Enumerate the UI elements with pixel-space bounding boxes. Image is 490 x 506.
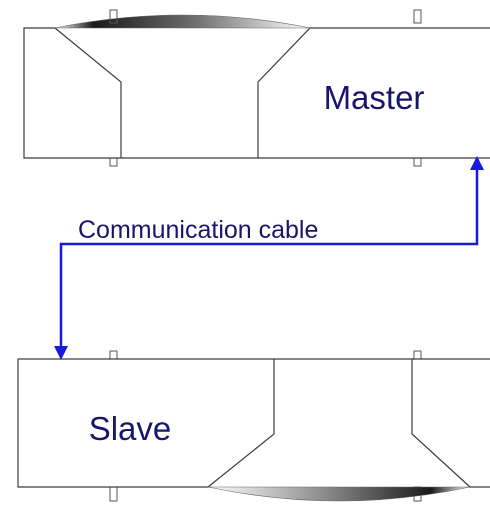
- master-tab-top-left: [109, 9, 118, 24]
- slave-label: Slave: [89, 410, 172, 447]
- slave-tab-bottom-left: [109, 486, 118, 502]
- master-body-outline: [23, 27, 490, 159]
- slave-lens: [207, 486, 471, 502]
- master-lens: [54, 14, 311, 29]
- slave-unit: Slave: [17, 350, 490, 502]
- slave-body-outline: [17, 358, 490, 488]
- master-tab-bottom-right: [413, 157, 422, 167]
- slave-tab-top-left: [109, 350, 118, 360]
- master-tab-top-right: [413, 9, 422, 24]
- master-tab-bottom-left: [109, 157, 118, 167]
- slave-tab-top-right: [413, 350, 422, 360]
- cable-line: [59, 170, 479, 348]
- cable-arrowhead-slave: [54, 346, 68, 360]
- cable-arrowhead-master: [470, 156, 484, 170]
- master-label: Master: [324, 79, 425, 116]
- communication-cable: Communication cable: [54, 156, 484, 360]
- cable-label: Communication cable: [78, 216, 318, 244]
- master-unit: Master: [23, 9, 490, 167]
